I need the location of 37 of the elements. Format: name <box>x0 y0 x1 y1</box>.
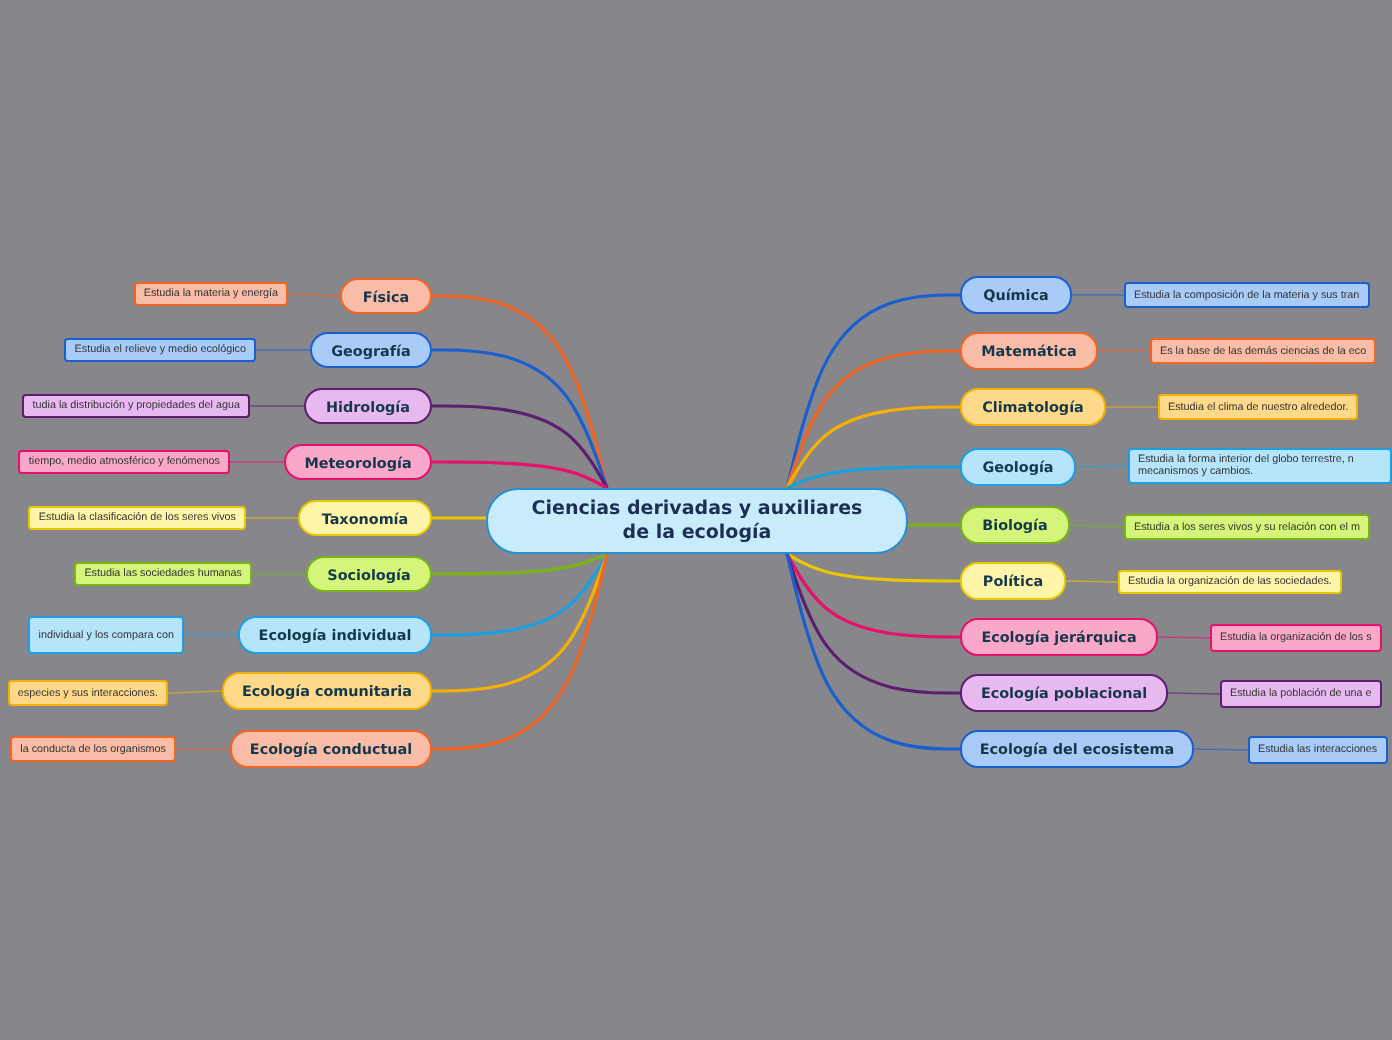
branch-line <box>430 404 609 490</box>
branch-line <box>430 552 609 637</box>
connector-line <box>1167 692 1221 695</box>
branch-line <box>430 552 609 576</box>
connector-line <box>255 349 311 351</box>
branch-line <box>785 349 962 490</box>
connector-line <box>1071 294 1125 296</box>
connector-line <box>1075 465 1129 468</box>
branch-line <box>430 294 609 490</box>
branch-line <box>785 465 962 490</box>
connector-line <box>1069 524 1125 528</box>
branch-line <box>430 552 609 693</box>
connector-line <box>245 517 299 519</box>
branch-line <box>785 552 962 583</box>
branch-line <box>908 523 960 527</box>
branch-line <box>785 293 962 490</box>
connector-line <box>1157 636 1211 639</box>
connector-line <box>249 405 305 407</box>
branch-line <box>430 460 609 490</box>
branch-line <box>785 552 962 695</box>
connector-line <box>1193 748 1249 751</box>
branch-line <box>430 348 609 490</box>
branch-line <box>785 552 962 751</box>
central-topic-box: Ciencias derivadas y auxiliares de la ecología <box>486 488 908 554</box>
connector-line <box>229 461 285 463</box>
connector-line <box>287 293 341 297</box>
connector-line <box>1097 350 1151 352</box>
connector-line <box>1105 406 1159 408</box>
connector-line <box>175 748 231 750</box>
branch-line <box>432 516 486 520</box>
connector-line <box>251 573 307 575</box>
branch-line <box>430 552 609 751</box>
connector-line <box>183 634 239 636</box>
connector-line <box>167 690 223 694</box>
branch-line <box>785 405 962 490</box>
connector-line <box>1065 580 1119 583</box>
branch-line <box>785 552 962 639</box>
